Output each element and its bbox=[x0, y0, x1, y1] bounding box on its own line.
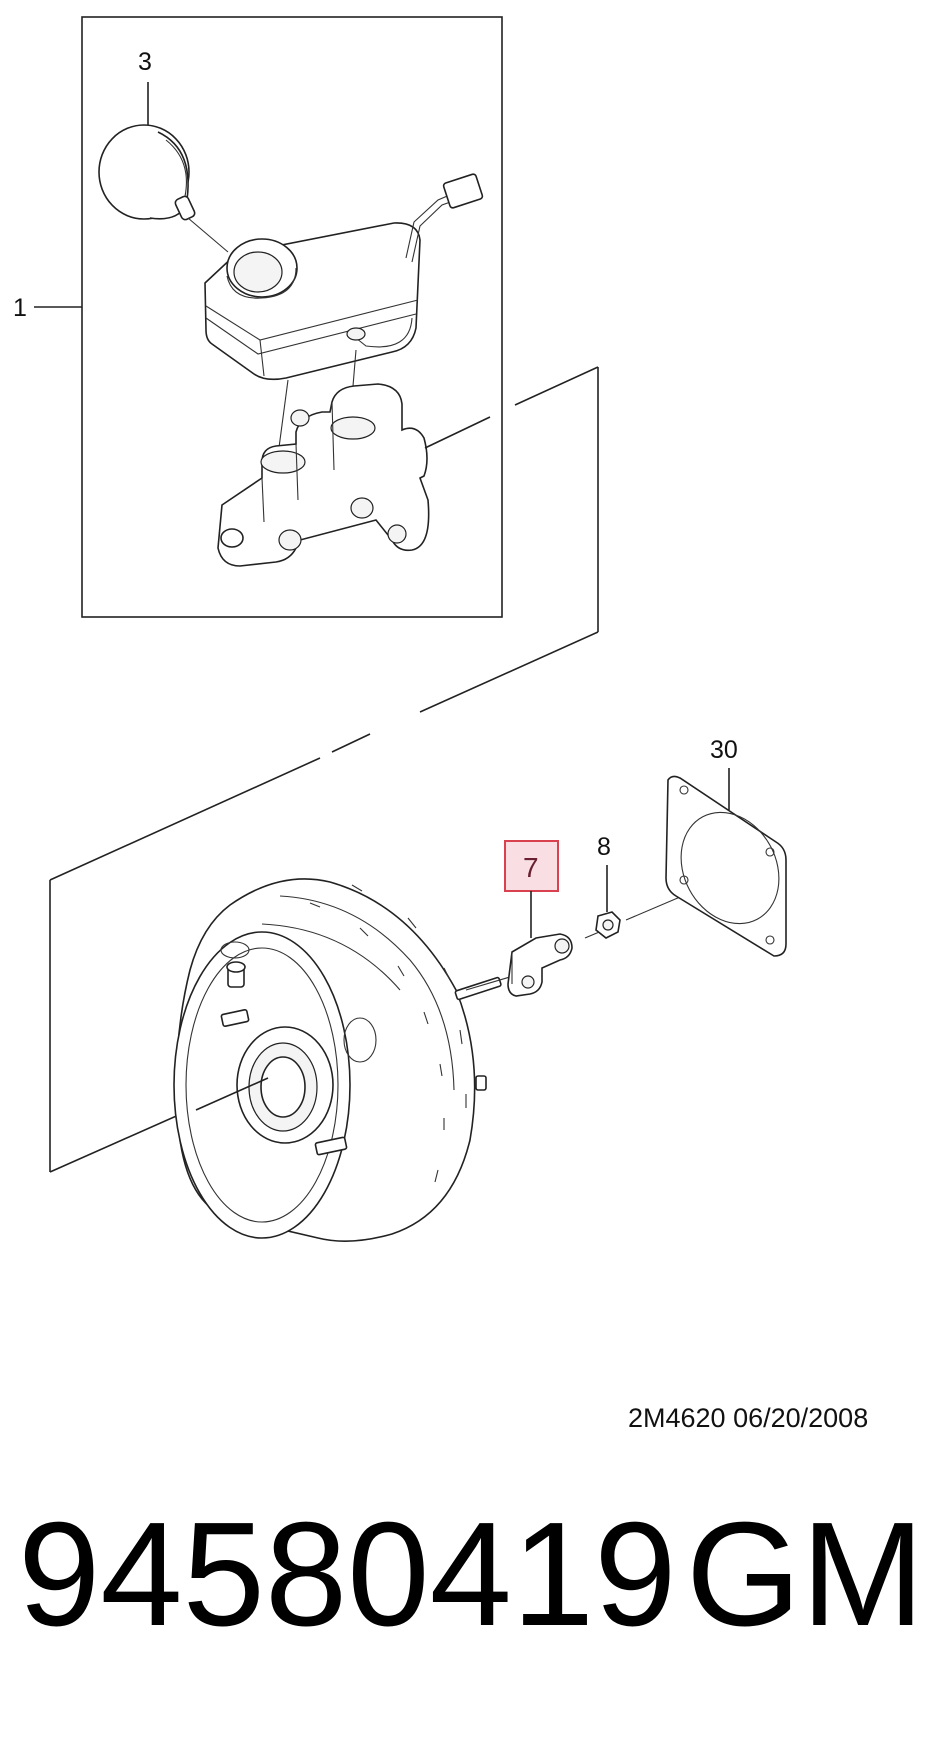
callout-7-label: 7 bbox=[523, 852, 539, 883]
clevis-yoke bbox=[507, 933, 573, 997]
master-cylinder-frame bbox=[81, 16, 503, 618]
brand-name: GM bbox=[686, 1492, 924, 1657]
reservoir-cap bbox=[98, 124, 229, 253]
callout-1[interactable]: 1 bbox=[13, 294, 82, 322]
leader-lines bbox=[49, 366, 599, 1173]
callout-3[interactable]: 3 bbox=[138, 48, 152, 125]
part-number: 94580419 bbox=[18, 1492, 676, 1657]
callout-7[interactable]: 7 bbox=[504, 840, 559, 938]
gasket-plate bbox=[665, 775, 787, 957]
callout-1-label: 1 bbox=[13, 294, 27, 322]
fluid-reservoir bbox=[204, 173, 484, 381]
callout-8[interactable]: 8 bbox=[597, 833, 611, 912]
callout-30-label: 30 bbox=[710, 736, 738, 764]
booster-studs bbox=[220, 941, 487, 1156]
callout-30[interactable]: 30 bbox=[710, 736, 738, 810]
nut bbox=[595, 911, 621, 939]
brake-booster bbox=[173, 878, 521, 1242]
callout-3-label: 3 bbox=[138, 48, 152, 76]
callout-8-label: 8 bbox=[597, 833, 611, 861]
master-cylinder bbox=[217, 349, 430, 567]
drawing-stamp: 2M4620 06/20/2008 bbox=[628, 1403, 868, 1433]
